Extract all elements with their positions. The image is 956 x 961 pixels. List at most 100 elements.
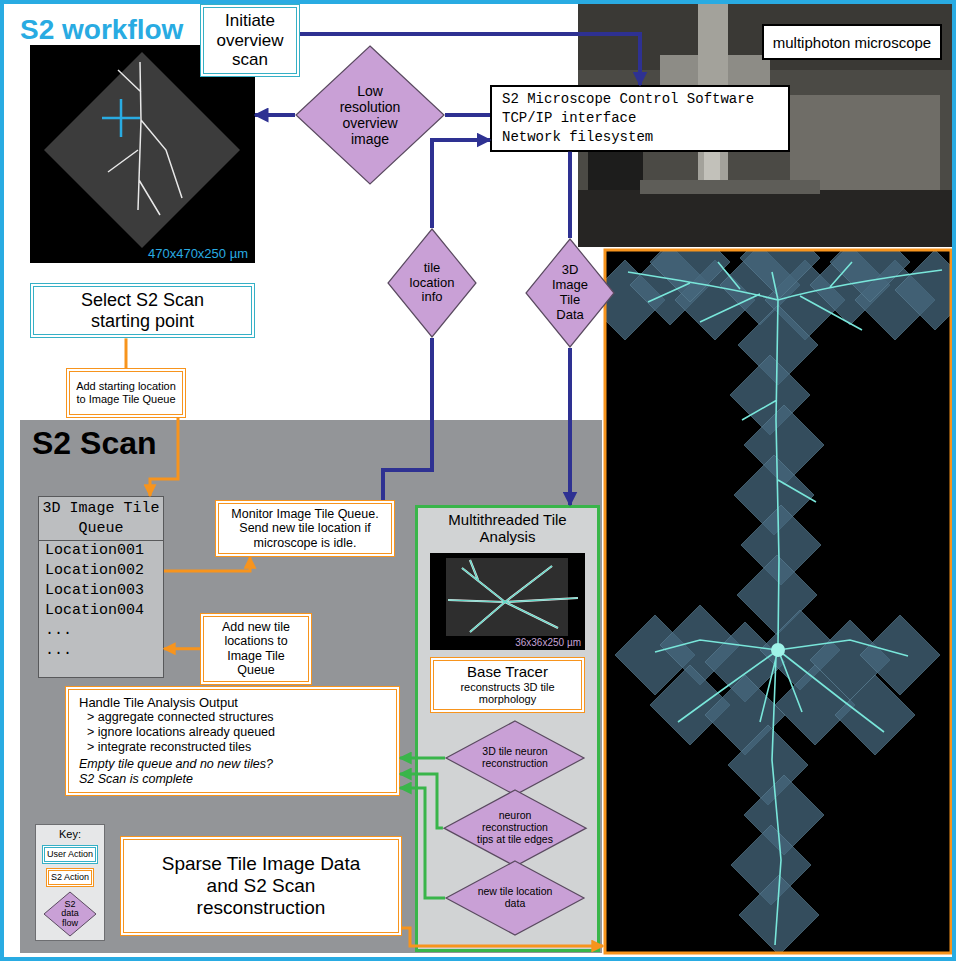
flow-connector bbox=[383, 338, 432, 500]
tile-neuron bbox=[448, 560, 578, 632]
box-text: Base Tracer bbox=[467, 664, 548, 681]
legend-item: User Action bbox=[42, 845, 98, 864]
image-tiles bbox=[606, 251, 950, 952]
dimension-label: 36x36x250 µm bbox=[430, 637, 581, 649]
data-flow-diamond: 3D Image Tile Data bbox=[525, 238, 615, 348]
flow-connector bbox=[445, 113, 490, 117]
s2-action-box: Sparse Tile Image Data and S2 Scan resco… bbox=[120, 836, 402, 936]
image-frame bbox=[605, 250, 951, 953]
flow-connector bbox=[432, 140, 490, 228]
diamond-shape bbox=[446, 721, 584, 795]
legend-text: User Action bbox=[47, 849, 93, 860]
data-flow-diamond: tile location info bbox=[387, 228, 477, 338]
s2-action-box: Add starting location to Image Tile Queu… bbox=[66, 368, 186, 418]
data-flow-diamond: neuron reconstruction tips at tile edges bbox=[443, 789, 587, 867]
box-text: reconstructs 3D tile morphology bbox=[438, 681, 577, 706]
box-text: Monitor Image Tile Queue. Send new tile … bbox=[224, 507, 386, 550]
overview-image bbox=[30, 45, 255, 263]
flow-connector bbox=[400, 774, 443, 828]
flow-connector bbox=[568, 152, 572, 238]
scan-panel: S2 Scan3D Image Tile QueueLocation001Loc… bbox=[20, 420, 602, 953]
box-text: neuron reconstruction tips at tile edges bbox=[474, 810, 556, 845]
tile-trace bbox=[448, 560, 578, 632]
image-tile bbox=[650, 251, 730, 302]
flow-connector bbox=[300, 34, 640, 85]
user-action-box: Select S2 Scan starting point bbox=[30, 283, 255, 338]
box-text: Location003 bbox=[39, 581, 163, 601]
box-text: Key: bbox=[59, 828, 81, 841]
legend-text: S2 data flow bbox=[57, 900, 83, 928]
box-text: Low resolution overview image bbox=[326, 83, 414, 147]
box-text: Initiate overview scan bbox=[209, 11, 291, 70]
image-ground bbox=[605, 250, 951, 953]
box-text: Handle Tile Analysis Output bbox=[79, 695, 238, 711]
image-tile bbox=[740, 251, 820, 298]
box-text: Empty tile queue and no new tiles? S2 Sc… bbox=[79, 757, 291, 787]
neuron-sketch bbox=[108, 62, 182, 215]
diamond-shape bbox=[388, 229, 476, 337]
box-text: 3D Image Tile Data bbox=[548, 263, 593, 323]
flow-connector bbox=[400, 788, 445, 898]
start-crosshair bbox=[102, 99, 140, 137]
s2-action-box: Base Tracerreconstructs 3D tile morpholo… bbox=[430, 657, 585, 713]
box-text: Add starting location to Image Tile Queu… bbox=[75, 380, 177, 405]
legend-item: S2 Action bbox=[46, 868, 94, 887]
overview-image-box: 470x470x250 µm bbox=[30, 45, 255, 263]
diamond-shape bbox=[446, 861, 584, 935]
legend-text: S2 Action bbox=[51, 872, 89, 883]
box-text: > integrate reconstructed tiles bbox=[79, 740, 251, 755]
box-text: 3D Image Tile Queue bbox=[39, 497, 163, 541]
software-box: S2 Microscope Control SoftwareTCP/IP int… bbox=[490, 85, 790, 152]
flow-connector bbox=[400, 757, 445, 760]
flow-connector bbox=[255, 113, 295, 117]
box-text: Location002 bbox=[39, 561, 163, 581]
box-text: Multithreaded Tile Analysis bbox=[448, 511, 568, 546]
flow-connector bbox=[150, 418, 178, 496]
box-text: TCP/IP interface bbox=[502, 109, 636, 128]
box-text: Location004 bbox=[39, 601, 163, 621]
box-text: Sparse Tile Image Data and S2 Scan resco… bbox=[150, 853, 372, 919]
box-text: 470x470x250 µm bbox=[146, 246, 250, 261]
data-flow-diamond: 3D tile neuron reconstruction bbox=[445, 720, 585, 796]
user-action-box: Initiate overview scan bbox=[200, 4, 300, 77]
reconstruction-image bbox=[585, 218, 956, 955]
neuron-reconstruction bbox=[628, 262, 942, 945]
diamond-shape bbox=[296, 46, 444, 184]
box-text: > ignore locations already queued bbox=[79, 725, 275, 740]
key-box: Key: User Action S2 Action S2 data flow bbox=[35, 824, 105, 941]
diamond-shape bbox=[526, 239, 614, 347]
box-text: Add new tile locations to Image Tile Que… bbox=[209, 620, 303, 678]
queue-list: 3D Image Tile QueueLocation001Location00… bbox=[38, 496, 164, 678]
flow-connector bbox=[125, 338, 128, 368]
edge-group bbox=[126, 34, 640, 898]
legend-diamond-shape bbox=[44, 892, 96, 936]
photo-caption-box: multiphoton microscope bbox=[762, 24, 942, 60]
box-text: ... bbox=[39, 641, 163, 661]
diamond-shape bbox=[444, 790, 586, 866]
figure-title: S2 workflow bbox=[20, 14, 183, 46]
image-ground bbox=[30, 45, 255, 263]
box-text: new tile location data bbox=[474, 886, 556, 910]
image-ground bbox=[430, 553, 585, 650]
box-text: > aggregate connected structures bbox=[79, 710, 274, 725]
box-text: Location001 bbox=[39, 541, 163, 561]
output-arrow bbox=[402, 928, 603, 946]
data-flow-diamond: new tile location data bbox=[445, 860, 585, 936]
scan-area bbox=[44, 52, 240, 248]
neuron-soma bbox=[771, 643, 785, 657]
s2-action-box: Handle Tile Analysis Output> aggregate c… bbox=[65, 686, 400, 796]
image-tile bbox=[835, 675, 915, 755]
box-text: tile location info bbox=[401, 261, 463, 306]
flow-connector bbox=[164, 647, 200, 650]
image-tile bbox=[775, 665, 855, 745]
flow-connector bbox=[568, 348, 572, 505]
box-text: Select S2 Scan starting point bbox=[68, 290, 218, 331]
box-text: ... bbox=[39, 621, 163, 641]
legend-item: S2 data flow bbox=[43, 891, 97, 937]
